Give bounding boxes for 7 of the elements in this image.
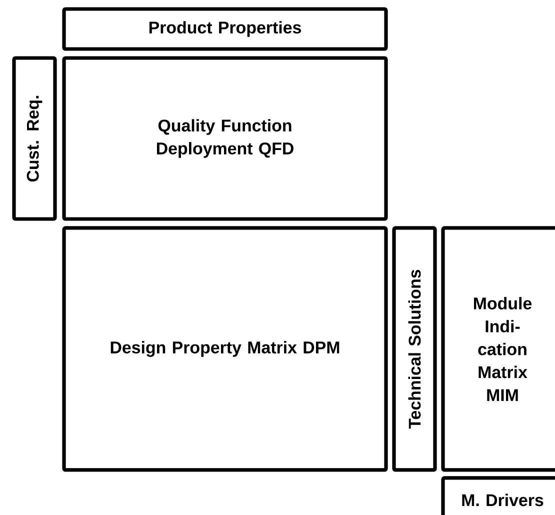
side-label-box: Technical Solutions bbox=[392, 226, 437, 472]
matrix-box: Quality Function Deployment QFD bbox=[62, 56, 388, 221]
header-box: Product Properties bbox=[62, 7, 388, 51]
side-label-box: Cust. Req. bbox=[12, 56, 57, 221]
matrix-box: Module Indi- cation Matrix MIM bbox=[441, 226, 555, 472]
matrix-box: Design Property Matrix DPM bbox=[62, 226, 388, 472]
footer-box: M. Drivers bbox=[441, 476, 555, 515]
